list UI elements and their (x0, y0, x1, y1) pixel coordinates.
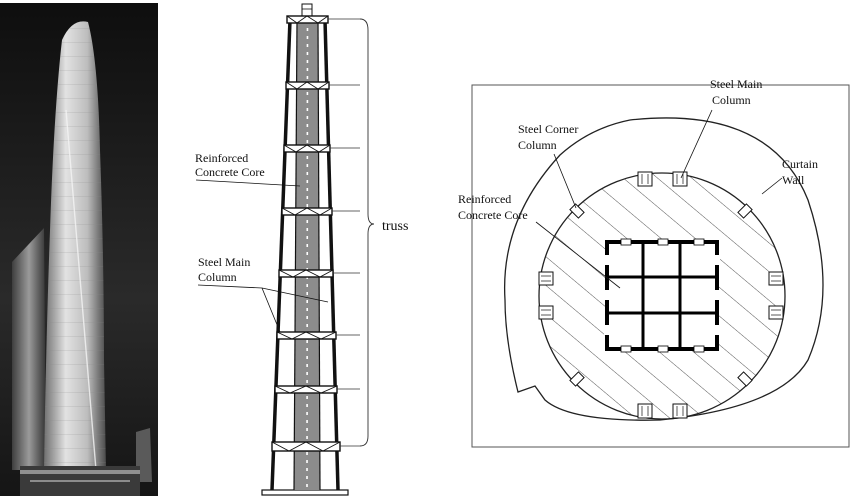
concrete-core (294, 22, 320, 490)
steel-main-column-marks (541, 174, 781, 416)
truss-belt (281, 207, 333, 216)
plan-main-column-label-1: Steel Main (710, 77, 762, 91)
truss-leader-lines (328, 18, 360, 447)
elev-core-label-1: Reinforced (195, 151, 248, 165)
plan-main-column-leader (680, 109, 713, 179)
main-column-left (270, 19, 292, 491)
truss-belt (286, 15, 329, 24)
plan-corner-column-leader (553, 153, 577, 209)
elev-column-leader-right (261, 287, 329, 303)
tower-photo (0, 3, 158, 496)
plan-corner-column-label-2: Column (518, 138, 557, 152)
truss-belt (274, 385, 338, 394)
foundation (261, 489, 349, 496)
floor-plan: Steel Main Column Steel Corner Column Cu… (458, 77, 850, 448)
plan-concrete-core (604, 238, 720, 353)
truss-brace (359, 18, 375, 447)
plan-curtain-label-1: Curtain (782, 157, 818, 171)
plan-curtain-label-2: Wall (782, 173, 805, 187)
plan-main-column-label-2: Column (712, 93, 751, 107)
steel-main-columns (538, 171, 784, 419)
elev-column-label-1: Steel Main (198, 255, 250, 269)
truss-belt (285, 81, 330, 90)
plan-core-leader (535, 221, 621, 289)
plan-corner-column-label-1: Steel Corner (518, 122, 578, 136)
elev-column-leader-left (261, 287, 281, 333)
neighbour-tower-left (12, 228, 46, 470)
plan-core-label-2: Concrete Core (458, 208, 528, 222)
truss-belt (271, 441, 341, 452)
plan-curtain-leader (761, 177, 783, 195)
truss-belt (278, 269, 334, 278)
elev-column-label-2: Column (198, 270, 237, 284)
elevation-drawing: Reinforced Concrete Core Steel Main Colu… (195, 3, 408, 496)
main-column-right (323, 19, 340, 491)
plan-frame (471, 84, 850, 448)
truss-belt (283, 144, 331, 153)
plan-core-label-1: Reinforced (458, 192, 511, 206)
elev-core-label-2: Concrete Core (195, 165, 265, 179)
truss-belt (276, 331, 337, 340)
steel-corner-columns (569, 203, 753, 387)
truss-label: truss (382, 219, 408, 234)
elev-core-leader (195, 179, 301, 187)
